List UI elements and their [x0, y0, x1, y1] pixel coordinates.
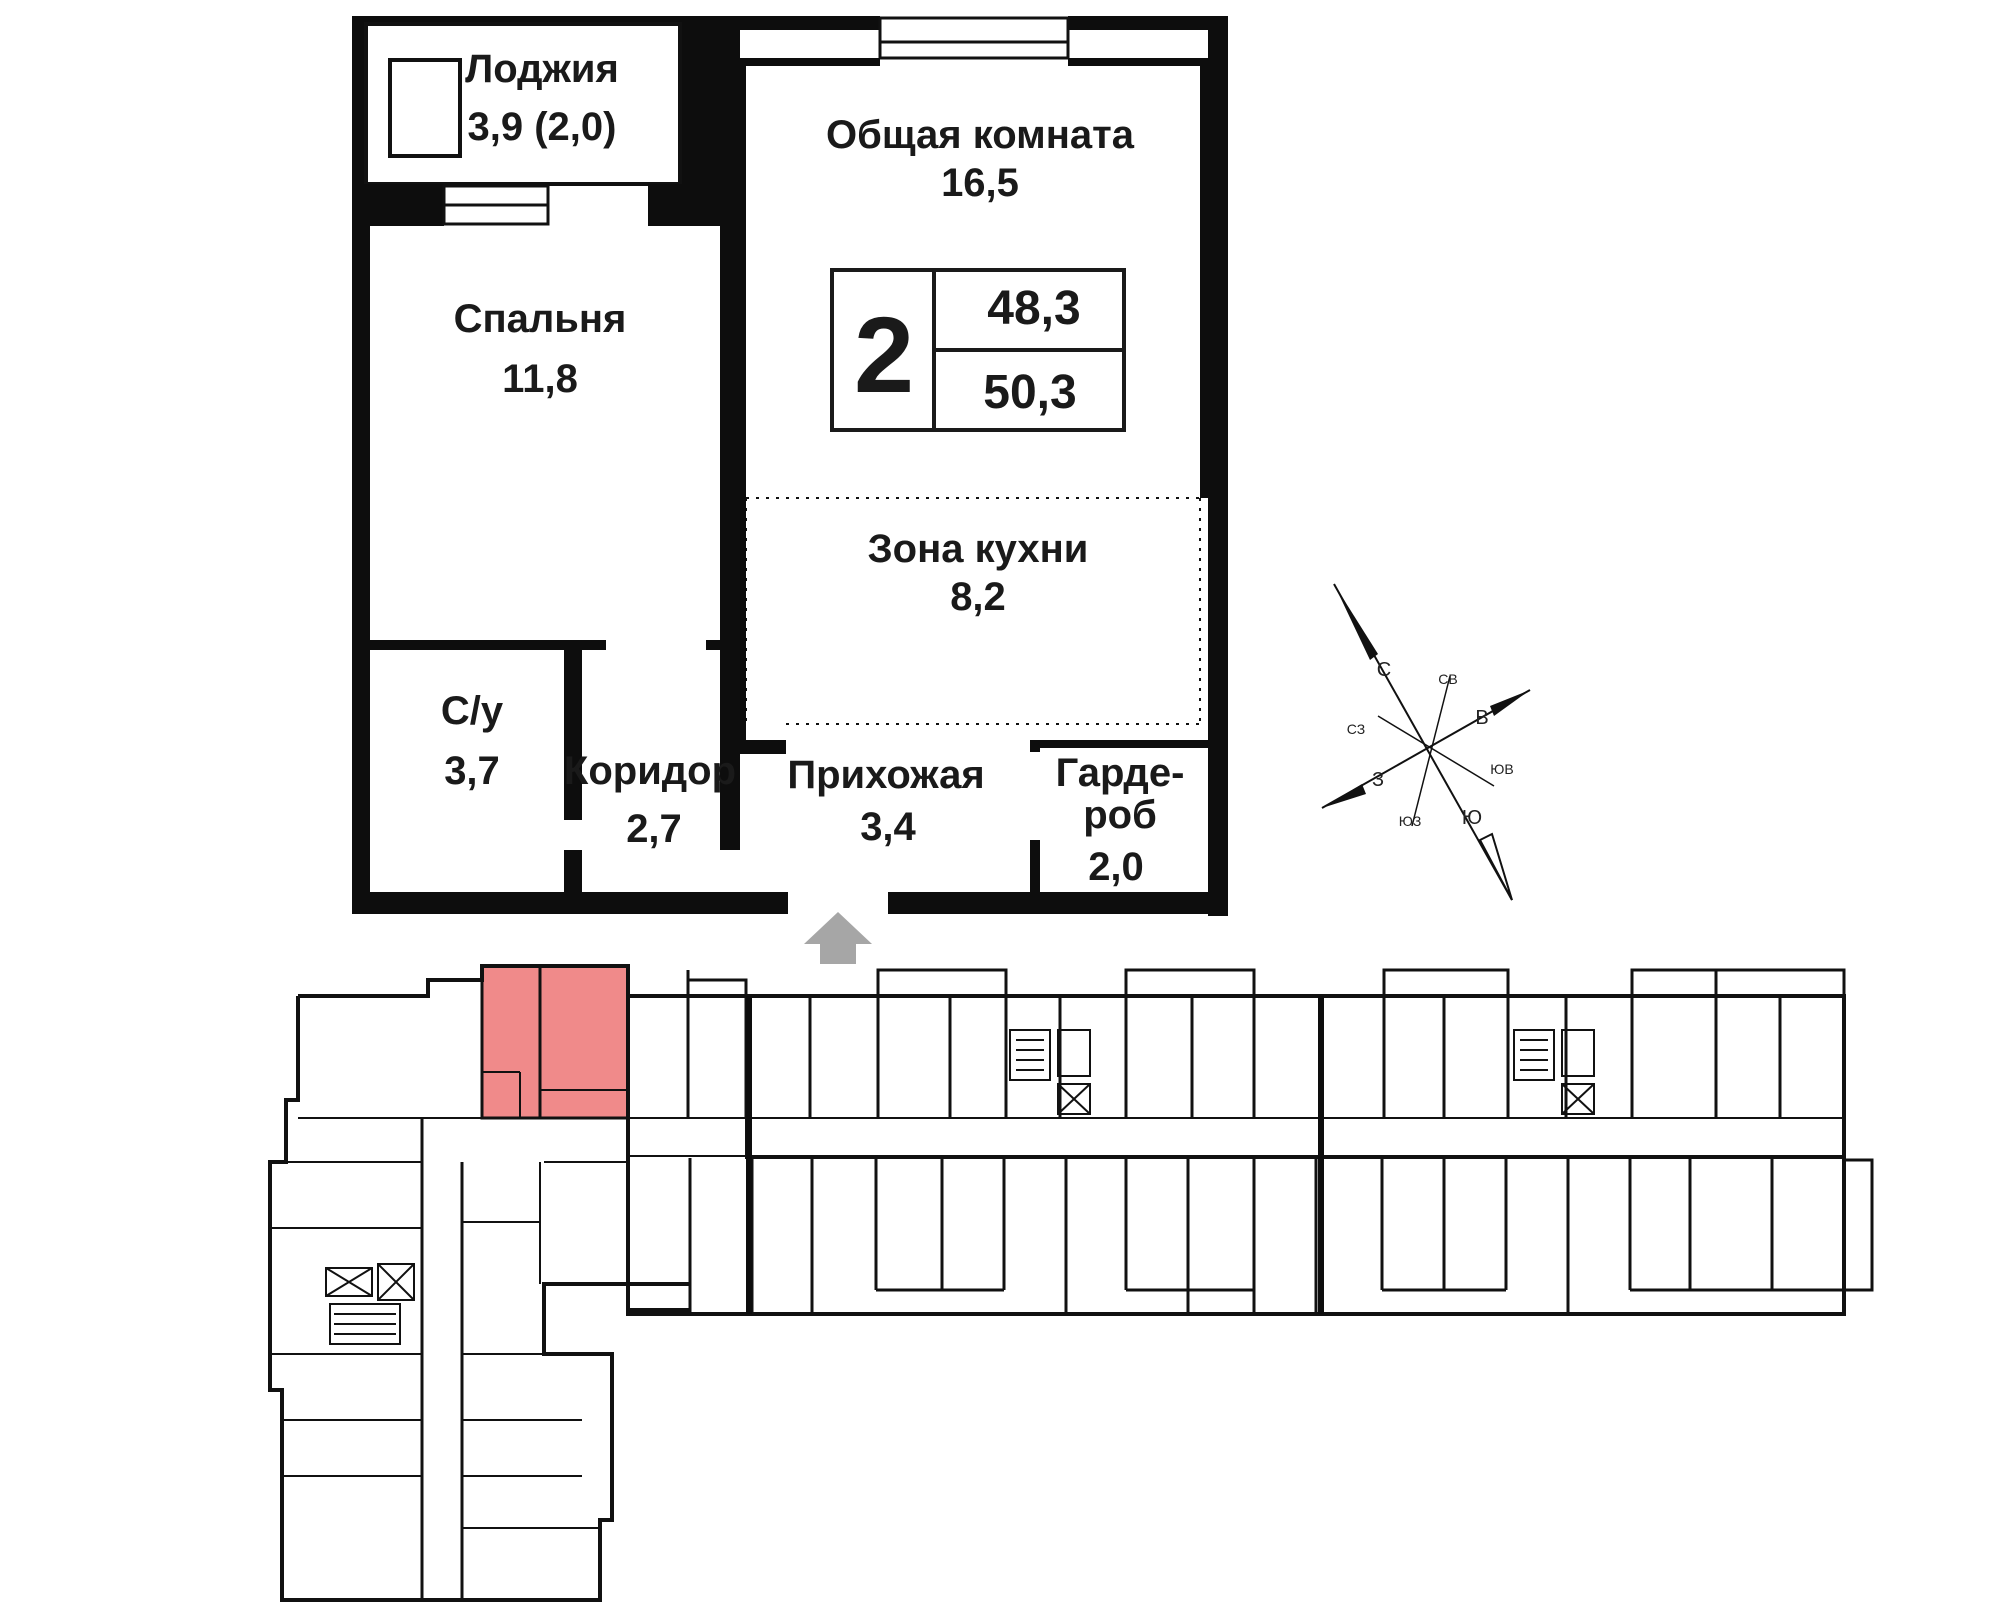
living-area: 16,5 [941, 161, 1019, 205]
wardrobe-name-line1: Гарде- [1056, 751, 1185, 795]
hall-name: Прихожая [787, 753, 984, 797]
compass-sw: ЮЗ [1399, 813, 1422, 829]
loggia-storage-box [388, 58, 462, 158]
bathroom-name: С/у [441, 689, 504, 733]
highlighted-apartment [480, 964, 630, 1120]
compass-e: В [1475, 707, 1488, 729]
bathroom-area: 3,7 [444, 749, 500, 793]
south-arrow-icon [1478, 832, 1513, 901]
loggia-area: 3,9 (2,0) [468, 105, 617, 149]
bedroom-name: Спальня [454, 297, 627, 341]
living-area-total: 48,3 [987, 282, 1080, 335]
floor-overview [268, 964, 1874, 1602]
north-arrow-icon [1334, 584, 1378, 660]
compass-w: З [1372, 769, 1384, 791]
apartment-summary-badge: 2 48,3 50,3 [830, 268, 1126, 432]
compass-rose: С Ю В З СВ СЗ ЮВ ЮЗ [1321, 583, 1531, 901]
corridor-area: 2,7 [626, 807, 682, 851]
wardrobe-area: 2,0 [1088, 845, 1144, 889]
wardrobe-name-line2: роб [1083, 793, 1157, 837]
corridor-name: Коридор [564, 749, 736, 793]
wall-top-left [352, 16, 366, 214]
west-arrow-icon [1322, 784, 1366, 808]
compass-s: Ю [1462, 807, 1482, 829]
compass-se: ЮВ [1490, 761, 1513, 777]
kitchen-name: Зона кухни [868, 527, 1089, 571]
kitchen-area: 8,2 [950, 575, 1006, 619]
bedroom-area: 11,8 [502, 357, 578, 401]
compass-ne: СВ [1438, 671, 1457, 687]
entry-arrow-icon [804, 912, 872, 964]
apartment-plan: Лоджия 3,9 (2,0) Общая комната 16,5 Спал… [352, 16, 1228, 964]
compass-nw: СЗ [1347, 721, 1365, 737]
east-arrow-icon [1490, 690, 1530, 716]
living-name: Общая комната [826, 113, 1135, 157]
loggia-name: Лоджия [465, 47, 619, 91]
rooms-count: 2 [854, 294, 914, 415]
total-area: 50,3 [983, 366, 1076, 419]
compass-n: С [1377, 659, 1391, 681]
hall-area: 3,4 [860, 805, 916, 849]
